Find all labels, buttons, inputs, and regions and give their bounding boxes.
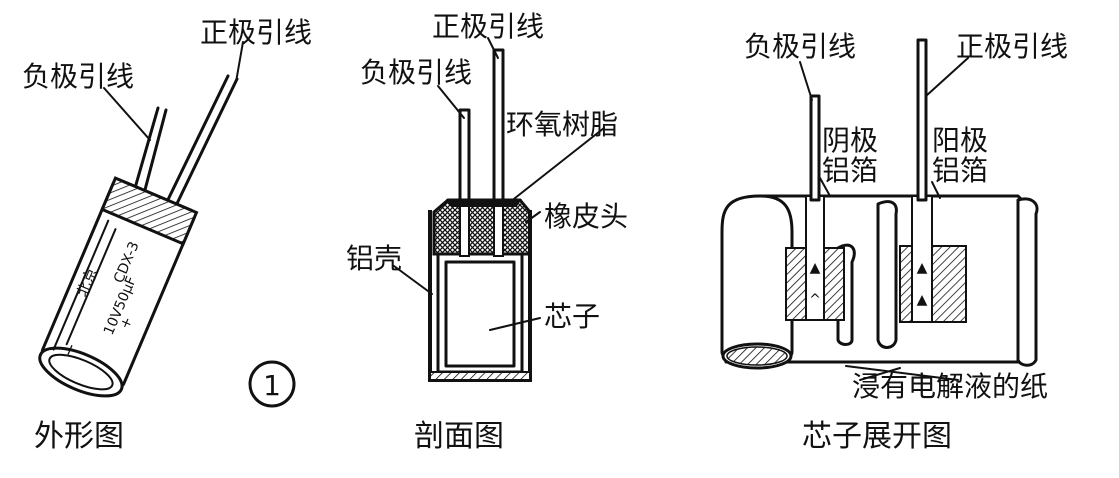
- core-paper-leader-1: [859, 367, 901, 381]
- section-negative-lead-label: 负极引线: [360, 56, 472, 89]
- core-anode-leader: [931, 181, 941, 199]
- svg-text:▲: ▲: [810, 260, 821, 276]
- core-positive-lead: [916, 38, 928, 202]
- cross-section-caption: 剖面图: [414, 419, 504, 454]
- core-cathode-label-line2: 铝箔: [822, 154, 878, 187]
- exterior-positive-leader: [235, 41, 244, 83]
- exterior-negative-lead-label: 负极引线: [22, 60, 134, 93]
- section-aluminum-shell: [428, 210, 532, 382]
- core-anode-foil: ▲ ▲: [899, 195, 967, 323]
- svg-text:^: ^: [809, 292, 821, 308]
- core-paper-leader-2: [845, 365, 959, 381]
- section-core: [444, 260, 516, 368]
- core-negative-lead: [809, 94, 821, 202]
- core-positive-leader: [925, 57, 969, 97]
- section-epoxy-label: 环氧树脂: [506, 108, 618, 141]
- core-cathode-leader: [819, 177, 831, 197]
- section-epoxy-leader: [509, 127, 605, 203]
- cross-section-panel: 负极引线 正极引线 环氧树脂 橡皮头 铝壳 芯子 剖面图: [346, 10, 628, 454]
- core-sheet-curl-right: [1016, 197, 1039, 367]
- section-core-label: 芯子: [544, 300, 600, 333]
- core-cathode-foil: ▲ ^: [785, 195, 845, 321]
- section-rubber-plug: [432, 198, 532, 257]
- section-shell-leader: [393, 265, 433, 295]
- section-positive-lead-label: 正极引线: [432, 10, 544, 43]
- core-paper-label: 浸有电解液的纸: [852, 370, 1048, 403]
- section-rubber-leader: [525, 211, 541, 223]
- exterior-negative-leader: [103, 87, 151, 141]
- section-positive-leader: [487, 37, 499, 59]
- core-positive-lead-label: 正极引线: [956, 30, 1068, 63]
- section-aluminum-shell-label: 铝壳: [346, 242, 402, 275]
- section-rubber-plug-label: 橡皮头: [544, 200, 628, 233]
- svg-text:▲: ▲: [917, 292, 928, 308]
- exterior-panel: 北京 CDX-3 10V50μF − + 负极引线 正极引线 1 外形图: [22, 16, 312, 454]
- section-negative-leader: [437, 85, 465, 119]
- exterior-caption: 外形图: [34, 419, 124, 454]
- exterior-positive-lead-label: 正极引线: [200, 16, 312, 49]
- section-core-leader: [489, 317, 541, 331]
- exterior-positive-lead: [160, 74, 239, 218]
- core-negative-lead-label: 负极引线: [744, 30, 856, 63]
- core-paper-roll: [720, 194, 794, 370]
- core-cathode-label-line1: 阴极: [822, 124, 878, 157]
- figure-number-badge: 1: [248, 360, 296, 408]
- core-sheet-curl-middle: [876, 200, 898, 349]
- exterior-polarity-plus: +: [117, 315, 136, 332]
- figure-number: 1: [263, 369, 281, 402]
- core-negative-leader: [799, 61, 813, 101]
- core-unrolled-panel: ▲ ^ ▲ ▲ 负极引线 正极引线 阴极 铝箔 阳极 铝箔 浸有电解液的纸 芯子…: [720, 30, 1068, 454]
- core-anode-label-line1: 阳极: [932, 124, 988, 157]
- core-unrolled-caption: 芯子展开图: [802, 419, 952, 454]
- exterior-capacitor-body: [38, 176, 199, 398]
- core-anode-label-line2: 铝箔: [932, 154, 988, 187]
- svg-text:▲: ▲: [917, 260, 928, 276]
